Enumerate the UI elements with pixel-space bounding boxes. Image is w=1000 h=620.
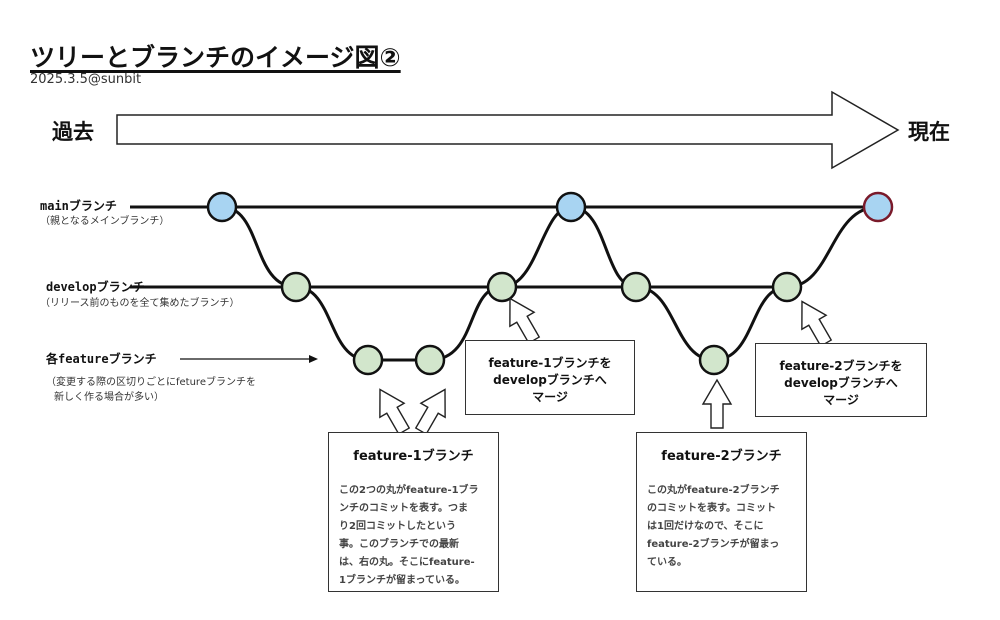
arrow-to-feature2-merge <box>801 300 833 348</box>
info-box-1-line: 1ブランチが留まっている。 <box>339 575 466 586</box>
arrow-to-feature1-merge <box>509 297 541 345</box>
info-box-2-line: は1回だけなので、そこに <box>647 521 764 532</box>
timeline-arrow <box>116 90 900 170</box>
now-label: 現在 <box>908 120 950 144</box>
info-box-2-title: feature-2ブランチ <box>661 449 782 464</box>
info-box-1-title: feature-1ブランチ <box>353 449 474 464</box>
feature-2-commit <box>698 344 730 376</box>
info-box-2-body: この丸がfeature-2ブランチ のコミットを表す。コミット は1回だけなので… <box>637 482 806 572</box>
info-box-1-line: ンチのコミットを表す。つま <box>339 503 468 514</box>
develop-commit <box>486 271 518 303</box>
merge-note-feature-1: feature-1ブランチを developブランチへ マージ <box>465 340 635 415</box>
merge-note-1-line-2: developブランチへ <box>493 373 607 387</box>
feature-1-line <box>295 285 503 362</box>
feature-lane-desc-2: 新しく作る場合が多い） <box>54 392 164 403</box>
info-box-1-line: 事。このブランチでの最新 <box>339 539 459 550</box>
develop-lane-label: developブランチ <box>46 278 145 295</box>
merge-note-1-line-3: マージ <box>532 390 568 404</box>
info-box-1-body: この2つの丸がfeature-1ブラ ンチのコミットを表す。つま り2回コミット… <box>329 482 498 590</box>
info-box-2-line: feature-2ブランチが留まっ <box>647 539 780 550</box>
merge-note-1-line-1: feature-1ブランチを <box>488 356 612 370</box>
info-box-1-line: は、右の丸。そこにfeature- <box>339 557 475 568</box>
merge-note-2-line-3: マージ <box>823 393 859 407</box>
main-lane-desc: （親となるメインブランチ） <box>40 216 170 227</box>
feature-lane-desc-1: （変更する際の区切りごとにfetureブランチを <box>46 377 256 388</box>
past-label: 過去 <box>52 120 94 144</box>
merge-note-2-line-2: developブランチへ <box>784 376 898 390</box>
info-box-1-line: この2つの丸がfeature-1ブラ <box>339 485 479 496</box>
develop-to-main-merge <box>501 205 572 289</box>
main-lane-mono: main <box>40 199 69 213</box>
page-title: ツリーとブランチのイメージ図② <box>30 43 401 72</box>
main-lane-suffix: ブランチ <box>68 199 117 213</box>
main-commit <box>555 191 587 223</box>
develop-commit <box>771 271 803 303</box>
info-box-1-line: り2回コミットしたという <box>339 521 456 532</box>
merge-note-feature-2: feature-2ブランチを developブランチへ マージ <box>755 343 927 417</box>
develop-lane-suffix: ブランチ <box>96 280 145 294</box>
date-label: 2025.3.5@sunbit <box>30 72 142 87</box>
arrow-to-feature2-commit <box>701 378 733 429</box>
develop-commit <box>620 271 652 303</box>
info-box-2-line: この丸がfeature-2ブランチ <box>647 485 780 496</box>
feature-lane-suffix: ブランチ <box>108 352 157 366</box>
develop-commit <box>280 271 312 303</box>
feature-pointer-head <box>309 355 318 363</box>
info-box-feature-1: feature-1ブランチ この2つの丸がfeature-1ブラ ンチのコミット… <box>328 432 499 592</box>
develop-lane-mono: develop <box>46 280 97 294</box>
develop-branch-out <box>221 205 297 289</box>
info-box-2-line: のコミットを表す。コミット <box>647 503 776 514</box>
main-commit <box>206 191 238 223</box>
merge-note-2-line-1: feature-2ブランチを <box>779 359 903 373</box>
feature-lane-prefix: 各 <box>46 352 59 366</box>
feature-lane-mono: feature <box>58 352 109 366</box>
main-to-develop-sync <box>570 205 637 289</box>
feature-lane-label: 各featureブランチ <box>46 350 157 367</box>
info-box-feature-2: feature-2ブランチ この丸がfeature-2ブランチ のコミットを表す… <box>636 432 807 592</box>
info-box-2-line: ている。 <box>647 557 687 568</box>
arrow-to-feature1-commit-a <box>379 388 411 436</box>
arrow-to-feature1-commit-b <box>414 388 446 436</box>
main-head-commit <box>862 191 894 223</box>
develop-lane-desc: （リリース前のものを全て集めたブランチ） <box>40 298 240 309</box>
main-lane-label: mainブランチ <box>40 197 117 214</box>
feature-1-commit <box>414 344 446 376</box>
feature-1-commit <box>352 344 384 376</box>
develop-final-merge <box>786 205 879 289</box>
